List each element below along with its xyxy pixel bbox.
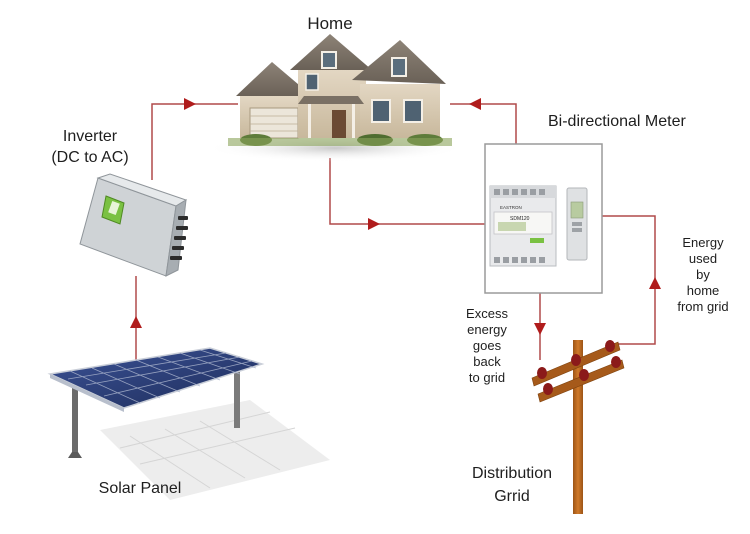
arrow-up-icon — [649, 277, 661, 289]
energy-used-label: Energy used by home from grid — [677, 235, 729, 314]
bi-directional-meter: EASTRON SDM120 — [484, 143, 603, 294]
meter-model: SDM120 — [510, 216, 530, 222]
inverter-label: Inverter (DC to AC) — [51, 128, 129, 166]
line-grid-to-meter — [602, 215, 656, 345]
line-inverter-to-home — [151, 103, 238, 180]
flow-arrows — [130, 98, 661, 335]
arrow-down-icon — [534, 323, 546, 335]
excess-energy-label: Excess energy goes back to grid — [466, 306, 508, 385]
solar-panel-illustration — [47, 347, 330, 500]
arrow-right-icon — [368, 218, 380, 230]
arrow-right-icon — [184, 98, 196, 110]
distribution-pole-illustration — [531, 340, 625, 514]
arrow-left-icon — [469, 98, 481, 110]
inverter-illustration — [79, 173, 188, 277]
home-label: Home — [307, 14, 353, 33]
solar-panel-label: Solar Panel — [98, 480, 182, 497]
meter-label: Bi-directional Meter — [548, 113, 686, 130]
meter-brand: EASTRON — [500, 205, 522, 210]
line-meter-to-home — [450, 103, 517, 144]
arrow-up-icon — [130, 316, 142, 328]
home-illustration — [205, 34, 465, 162]
distribution-grid-label: Distribution Grrid — [471, 465, 553, 505]
line-home-to-meter — [329, 158, 486, 225]
